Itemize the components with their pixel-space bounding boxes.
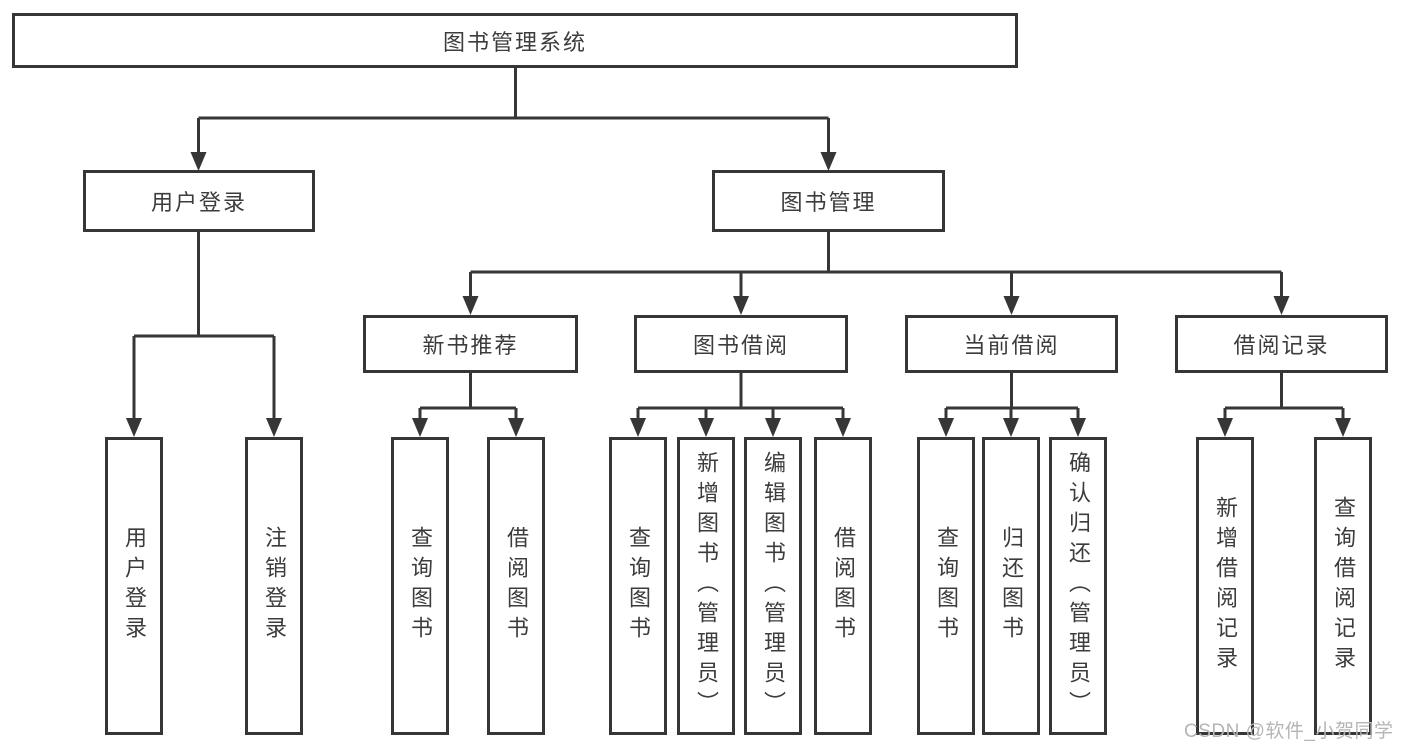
- node-library-system: 图书管理系统: [12, 13, 1018, 68]
- leaf-query-books-borrow: 查询图书: [609, 437, 667, 735]
- node-label: 注销登录: [262, 526, 287, 646]
- node-book-management-branch: 图书管理: [712, 170, 945, 232]
- leaf-query-books-recommend: 查询图书: [391, 437, 449, 735]
- node-label: 新增图书（管理员）: [694, 451, 719, 721]
- leaf-confirm-return-admin: 确认归还（管理员）: [1049, 437, 1107, 735]
- node-label: 查询图书: [934, 526, 959, 646]
- node-label: 编辑图书（管理员）: [761, 451, 786, 721]
- node-label: 查询图书: [626, 526, 651, 646]
- node-label: 借阅图书: [831, 526, 856, 646]
- node-label: 借阅图书: [504, 526, 529, 646]
- node-borrow-records: 借阅记录: [1175, 315, 1388, 373]
- node-label: 借阅记录: [1233, 333, 1330, 358]
- leaf-query-borrow-record: 查询借阅记录: [1314, 437, 1372, 735]
- node-label: 用户登录: [122, 526, 147, 646]
- node-label: 新书推荐: [422, 333, 519, 358]
- node-label: 图书管理: [780, 190, 877, 215]
- leaf-borrow-books: 借阅图书: [814, 437, 872, 735]
- arrowhead-icons: [126, 152, 1351, 437]
- node-label: 当前借阅: [963, 333, 1060, 358]
- node-label: 查询图书: [408, 526, 433, 646]
- leaf-logout: 注销登录: [245, 437, 303, 735]
- node-label: 用户登录: [150, 190, 247, 215]
- node-label: 归还图书: [999, 526, 1024, 646]
- leaf-add-books-admin: 新增图书（管理员）: [677, 437, 735, 735]
- node-label: 查询借阅记录: [1331, 496, 1356, 676]
- node-user-login-branch: 用户登录: [83, 170, 315, 232]
- leaf-add-borrow-record: 新增借阅记录: [1196, 437, 1254, 735]
- node-label: 确认归还（管理员）: [1066, 451, 1091, 721]
- leaf-edit-books-admin: 编辑图书（管理员）: [744, 437, 802, 735]
- leaf-user-login: 用户登录: [105, 437, 163, 735]
- csdn-watermark: CSDN @软件_小贺同学: [1184, 721, 1394, 742]
- node-label: 图书借阅: [692, 333, 789, 358]
- leaf-query-books-current: 查询图书: [917, 437, 975, 735]
- node-new-book-recommend: 新书推荐: [363, 315, 578, 373]
- node-current-borrow: 当前借阅: [905, 315, 1118, 373]
- node-label: 图书管理系统: [442, 29, 587, 55]
- node-label: 新增借阅记录: [1213, 496, 1238, 676]
- node-book-borrow: 图书借阅: [634, 315, 848, 373]
- leaf-borrow-books-recommend: 借阅图书: [487, 437, 545, 735]
- leaf-return-books: 归还图书: [982, 437, 1040, 735]
